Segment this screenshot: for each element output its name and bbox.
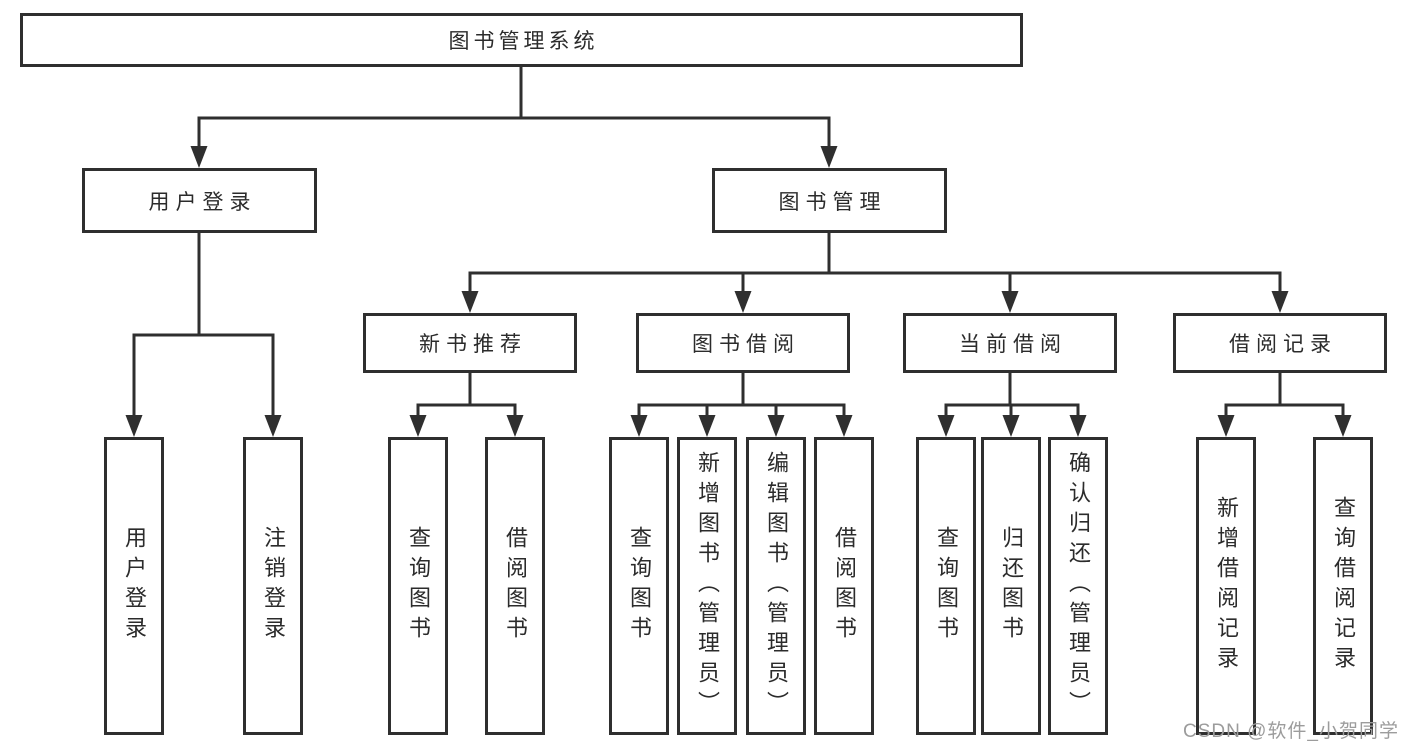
leaf-borrow-books-1-label: 借阅图书 <box>503 526 528 646</box>
leaf-confirm-return-admin: 确认归还（管理员） <box>1048 437 1108 735</box>
leaf-user-login: 用户登录 <box>104 437 164 735</box>
node-new-book-recommend: 新书推荐 <box>363 313 577 373</box>
node-user-login-label: 用户登录 <box>148 190 257 214</box>
leaf-edit-book-admin: 编辑图书（管理员） <box>746 437 806 735</box>
leaf-add-book-admin: 新增图书（管理员） <box>677 437 737 735</box>
node-current-borrowing: 当前借阅 <box>903 313 1117 373</box>
node-new-book-recommend-label: 新书推荐 <box>419 333 527 356</box>
leaf-confirm-return-admin-label: 确认归还（管理员） <box>1066 451 1091 721</box>
leaf-query-books-2: 查询图书 <box>609 437 669 735</box>
leaf-query-books-1: 查询图书 <box>388 437 448 735</box>
leaf-logout: 注销登录 <box>243 437 303 735</box>
node-book-borrowing-label: 图书借阅 <box>692 333 800 356</box>
leaf-add-borrow-record: 新增借阅记录 <box>1196 437 1256 735</box>
leaf-borrow-books-1: 借阅图书 <box>485 437 545 735</box>
node-book-management-label: 图书管理 <box>778 190 887 214</box>
leaf-query-borrow-record: 查询借阅记录 <box>1313 437 1373 735</box>
node-root-label: 图书管理系统 <box>448 30 599 53</box>
csdn-watermark: CSDN @软件_小贺同学 <box>1183 721 1399 742</box>
node-borrowing-records: 借阅记录 <box>1173 313 1387 373</box>
edge-lines <box>132 65 1345 419</box>
leaf-borrow-books-2-label: 借阅图书 <box>832 526 857 646</box>
leaf-query-borrow-record-label: 查询借阅记录 <box>1331 496 1356 676</box>
leaf-user-login-label: 用户登录 <box>122 526 147 646</box>
node-book-borrowing: 图书借阅 <box>636 313 850 373</box>
node-root-system: 图书管理系统 <box>20 13 1023 67</box>
leaf-query-books-2-label: 查询图书 <box>627 526 652 646</box>
leaf-query-books-3-label: 查询图书 <box>934 526 959 646</box>
node-current-borrowing-label: 当前借阅 <box>959 333 1067 356</box>
leaf-query-books-1-label: 查询图书 <box>406 526 431 646</box>
node-borrowing-records-label: 借阅记录 <box>1229 333 1337 356</box>
leaf-query-books-3: 查询图书 <box>916 437 976 735</box>
leaf-return-books: 归还图书 <box>981 437 1041 735</box>
node-user-login: 用户登录 <box>82 168 317 233</box>
node-book-management: 图书管理 <box>712 168 947 233</box>
leaf-edit-book-admin-label: 编辑图书（管理员） <box>764 451 789 721</box>
leaf-logout-label: 注销登录 <box>261 526 286 646</box>
leaf-borrow-books-2: 借阅图书 <box>814 437 874 735</box>
arrowheads <box>125 146 1352 437</box>
leaf-add-borrow-record-label: 新增借阅记录 <box>1214 496 1239 676</box>
leaf-return-books-label: 归还图书 <box>999 526 1024 646</box>
leaf-add-book-admin-label: 新增图书（管理员） <box>695 451 720 721</box>
